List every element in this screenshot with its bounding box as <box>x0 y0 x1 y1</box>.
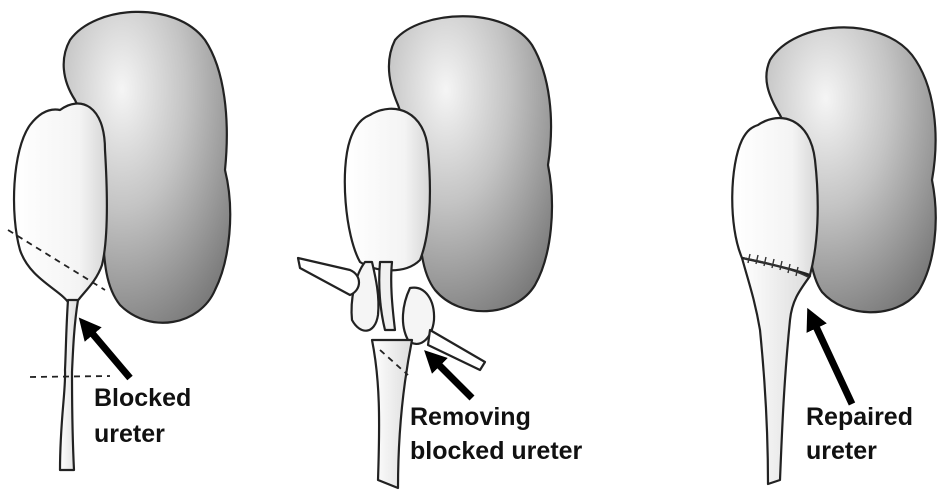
label-line: ureter <box>94 420 165 448</box>
label-line: blocked ureter <box>410 437 583 465</box>
panel-removing-ureter: Removing blocked ureter <box>298 16 583 488</box>
panel-blocked-ureter: Blocked ureter <box>8 12 230 470</box>
ureter <box>60 300 78 470</box>
ureter <box>372 340 412 488</box>
renal-pelvis <box>14 103 107 305</box>
label-removing-ureter: Removing blocked ureter <box>410 403 583 465</box>
retractor-left <box>298 258 359 295</box>
label-line: Repaired <box>806 403 913 431</box>
ureter <box>742 258 810 484</box>
label-line: Removing <box>410 403 531 431</box>
panel-repaired-ureter: Repaired ureter <box>732 27 935 484</box>
arrow <box>812 318 852 404</box>
ureter-stump-center <box>379 262 395 330</box>
arrow <box>86 326 130 378</box>
label-repaired-ureter: Repaired ureter <box>806 403 920 465</box>
renal-pelvis <box>345 109 430 271</box>
renal-pelvis <box>732 118 817 275</box>
label-line: Blocked <box>94 384 191 412</box>
label-blocked-ureter: Blocked ureter <box>94 384 198 448</box>
label-line: ureter <box>806 437 877 465</box>
